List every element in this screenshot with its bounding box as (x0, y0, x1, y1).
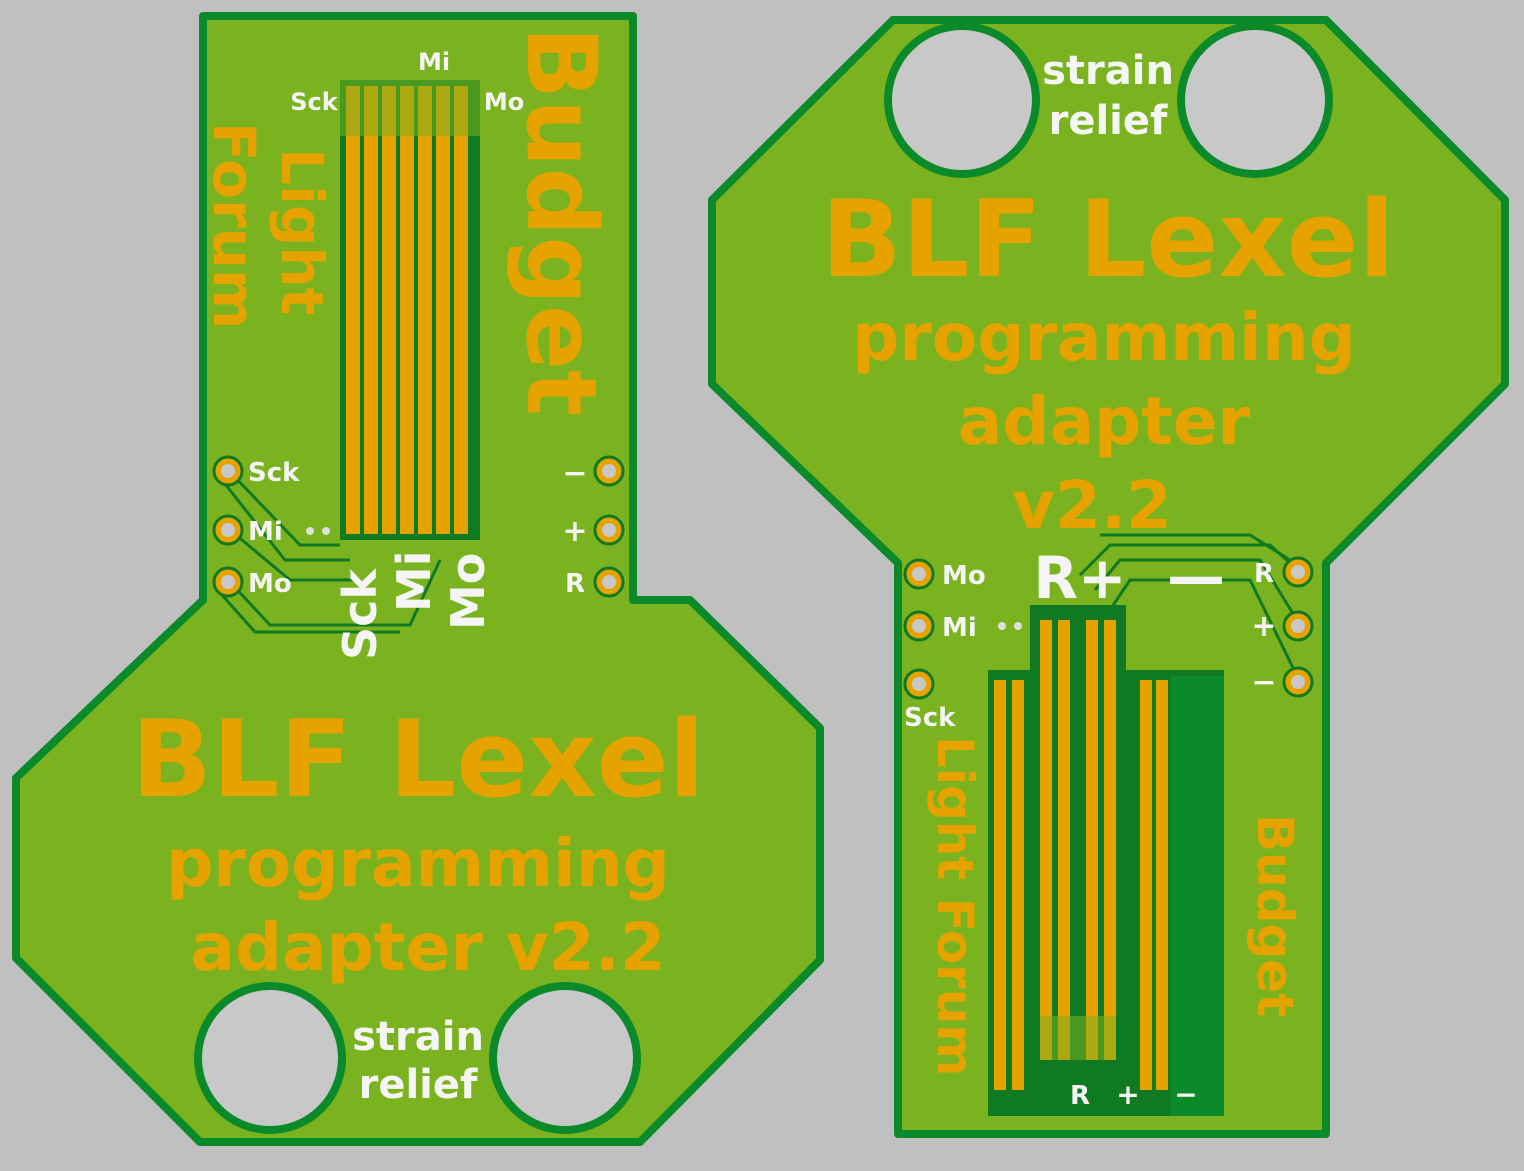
right-pad-label-mo: Mo (942, 561, 986, 591)
left-strain-label-1: strain (352, 1014, 484, 1060)
right-big-label-rplus: R+ (1033, 544, 1126, 612)
left-pad-label-minus: − (562, 456, 587, 491)
right-pad-label-r: R (1254, 559, 1274, 589)
right-big-label-minus: — (1167, 542, 1225, 610)
right-pads-right (1282, 556, 1314, 698)
right-subtitle-line1: programming (852, 299, 1356, 376)
right-test-dots (998, 622, 1022, 630)
right-board-outline (708, 16, 1509, 1138)
right-pad-label-sck: Sck (904, 703, 956, 733)
right-pads-left (903, 558, 935, 700)
right-connector (988, 605, 1224, 1116)
left-test-dots (306, 527, 330, 535)
left-top-label-mo: Mo (484, 88, 524, 116)
right-strain-label-2: relief (1049, 98, 1168, 144)
left-board-outline (12, 12, 824, 1146)
right-bottom-label-plus: + (1116, 1078, 1139, 1111)
left-big-label-sck: Sck (333, 568, 387, 660)
left-big-label-mi: Mi (387, 550, 441, 612)
right-brand-light-forum: Light Forum (926, 736, 984, 1077)
left-strain-hole-2 (489, 982, 641, 1134)
right-strain-label-1: strain (1042, 48, 1174, 94)
left-top-label-sck: Sck (290, 88, 339, 116)
right-bottom-label-r: R (1070, 1081, 1090, 1111)
left-strain-label-2: relief (359, 1062, 478, 1108)
right-title: BLF Lexel (821, 178, 1395, 301)
right-board: strain relief BLF Lexel programming adap… (708, 16, 1509, 1138)
left-pad-label-r: R (565, 569, 585, 599)
left-subtitle-line2: adapter v2.2 (190, 909, 665, 986)
right-subtitle-line2: adapter (958, 383, 1251, 460)
left-brand-budget: Budget (505, 26, 617, 416)
left-big-label-mo: Mo (441, 553, 495, 630)
left-pads-right (593, 455, 625, 598)
right-strain-hole-2 (1177, 22, 1333, 178)
left-board: Budget Light Forum Mi Sck Mo Sck Mi Mo −… (12, 12, 824, 1146)
left-pad-label-sck: Sck (248, 458, 300, 488)
right-subtitle-line3: v2.2 (1012, 467, 1172, 544)
right-brand-budget: Budget (1246, 814, 1304, 1017)
left-top-label-mi: Mi (418, 48, 450, 76)
left-strain-hole-1 (194, 982, 346, 1134)
left-pads-left (212, 455, 244, 598)
connector-fingers (346, 86, 468, 534)
right-bottom-label-minus: − (1174, 1078, 1197, 1111)
right-pad-label-mi: Mi (942, 613, 977, 643)
left-traces (220, 470, 442, 634)
right-traces (1078, 533, 1302, 683)
left-title: BLF Lexel (131, 698, 705, 821)
left-subtitle-line1: programming (166, 825, 670, 902)
left-top-connector (340, 80, 480, 540)
right-pad-label-plus: + (1251, 609, 1276, 644)
left-pad-label-mo: Mo (248, 569, 292, 599)
left-pad-label-mi: Mi (248, 517, 283, 547)
right-connector-fingers (994, 620, 1168, 1090)
left-brand-forum: Forum (200, 122, 268, 329)
left-pad-label-plus: + (562, 514, 587, 549)
right-strain-hole-1 (884, 22, 1040, 178)
right-pad-label-minus: − (1251, 665, 1276, 700)
left-brand-light: Light (268, 148, 336, 315)
